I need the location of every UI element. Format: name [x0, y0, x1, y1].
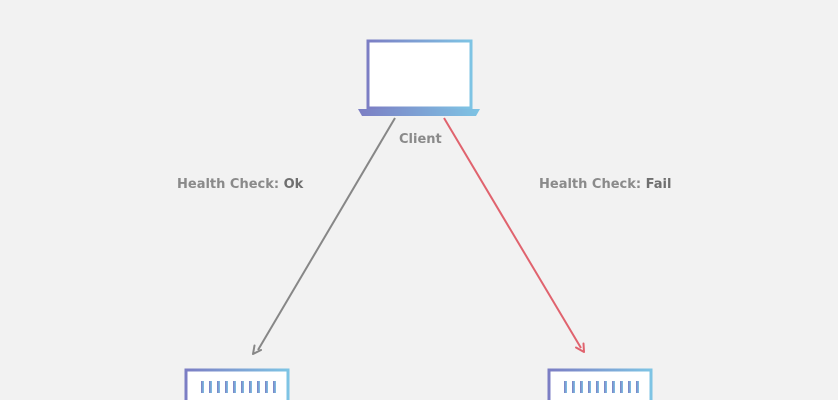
- edge-health-check-ok: [252, 117, 396, 355]
- client-label: Client: [399, 132, 442, 147]
- edge-label-fail: Health Check: Fail: [539, 177, 671, 192]
- laptop-icon: [358, 39, 480, 116]
- server-icon: [184, 368, 290, 400]
- edge-label-prefix: Health Check:: [177, 177, 280, 192]
- edge-label-status: Ok: [283, 177, 304, 192]
- edge-label-status: Fail: [645, 177, 672, 192]
- edge-health-check-fail: [443, 117, 585, 353]
- edge-label-prefix: Health Check:: [539, 177, 642, 192]
- server-icon: [547, 368, 653, 400]
- edge-label-ok: Health Check: Ok: [177, 177, 303, 192]
